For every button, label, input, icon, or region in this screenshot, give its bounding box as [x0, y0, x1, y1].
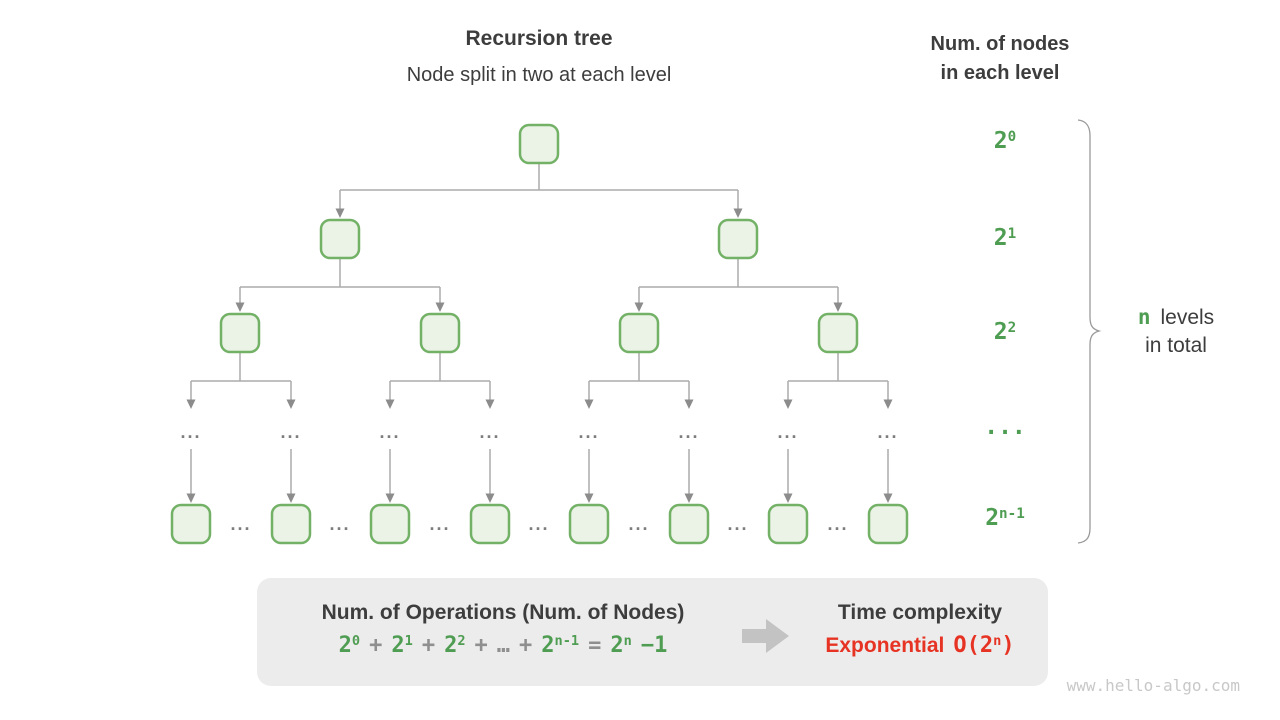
time-complexity-title: Time complexity [837, 601, 1003, 624]
tree-node-leaf [867, 503, 909, 545]
tree-edges [190, 163, 889, 494]
nodes-per-level-header-line2: in each level [940, 62, 1060, 84]
level-count-label-ellipsis: ... [984, 414, 1026, 440]
level-count-label-1: 21 [993, 225, 1017, 251]
level-count-label-n-1: 2n-1 [985, 505, 1025, 531]
tree-node-leaf [668, 503, 710, 545]
branch-ellipsis: ... [777, 422, 799, 442]
tree-node-leaf [568, 503, 610, 545]
watermark: www.hello-algo.com [1066, 676, 1240, 695]
branch-ellipsis: ... [180, 422, 202, 442]
levels-total-line2: in total [1145, 334, 1207, 357]
tree-node-leaf [469, 503, 511, 545]
arrowhead-icons [186, 208, 893, 503]
branch-ellipsis: ... [877, 422, 899, 442]
tree-node [618, 312, 660, 354]
operations-formula: 20+21+22+…+2n-1=2n−1 [338, 633, 668, 658]
leaf-ellipsis: ... [628, 514, 650, 534]
leaf-ellipsis: ... [528, 514, 550, 534]
diagram-title: Recursion tree [465, 27, 613, 50]
tree-node-root [518, 123, 560, 165]
branch-ellipsis: ... [479, 422, 501, 442]
branch-ellipsis: ... [578, 422, 600, 442]
tree-node [717, 218, 759, 260]
leaf-ellipsis: ... [329, 514, 351, 534]
tree-node [319, 218, 361, 260]
summary-panel [257, 578, 1048, 686]
leaf-ellipsis: ... [827, 514, 849, 534]
tree-node-leaf [767, 503, 809, 545]
tree-node [419, 312, 461, 354]
levels-text: levels [1160, 306, 1215, 329]
right-block-arrow-icon [742, 619, 789, 653]
leaf-ellipsis: ... [230, 514, 252, 534]
tree-node-leaf [170, 503, 212, 545]
level-count-label-0: 20 [993, 128, 1017, 154]
tree-node [219, 312, 261, 354]
leaf-ellipsis: ... [727, 514, 749, 534]
tree-node-leaf [369, 503, 411, 545]
nodes-per-level-header-line1: Num. of nodes [930, 33, 1070, 55]
branch-ellipsis: ... [379, 422, 401, 442]
branch-ellipsis: ... [678, 422, 700, 442]
branch-ellipsis: ... [280, 422, 302, 442]
tree-node [817, 312, 859, 354]
level-count-label-2: 22 [993, 319, 1017, 345]
levels-brace [1077, 119, 1102, 544]
tree-node-leaf [270, 503, 312, 545]
leaf-ellipsis: ... [429, 514, 451, 534]
nodes-per-level-header: Num. of nodes in each level [890, 30, 1110, 88]
n-variable: n [1137, 305, 1151, 329]
diagram-subtitle: Node split in two at each level [406, 64, 672, 86]
operations-title: Num. of Operations (Num. of Nodes) [321, 601, 685, 624]
